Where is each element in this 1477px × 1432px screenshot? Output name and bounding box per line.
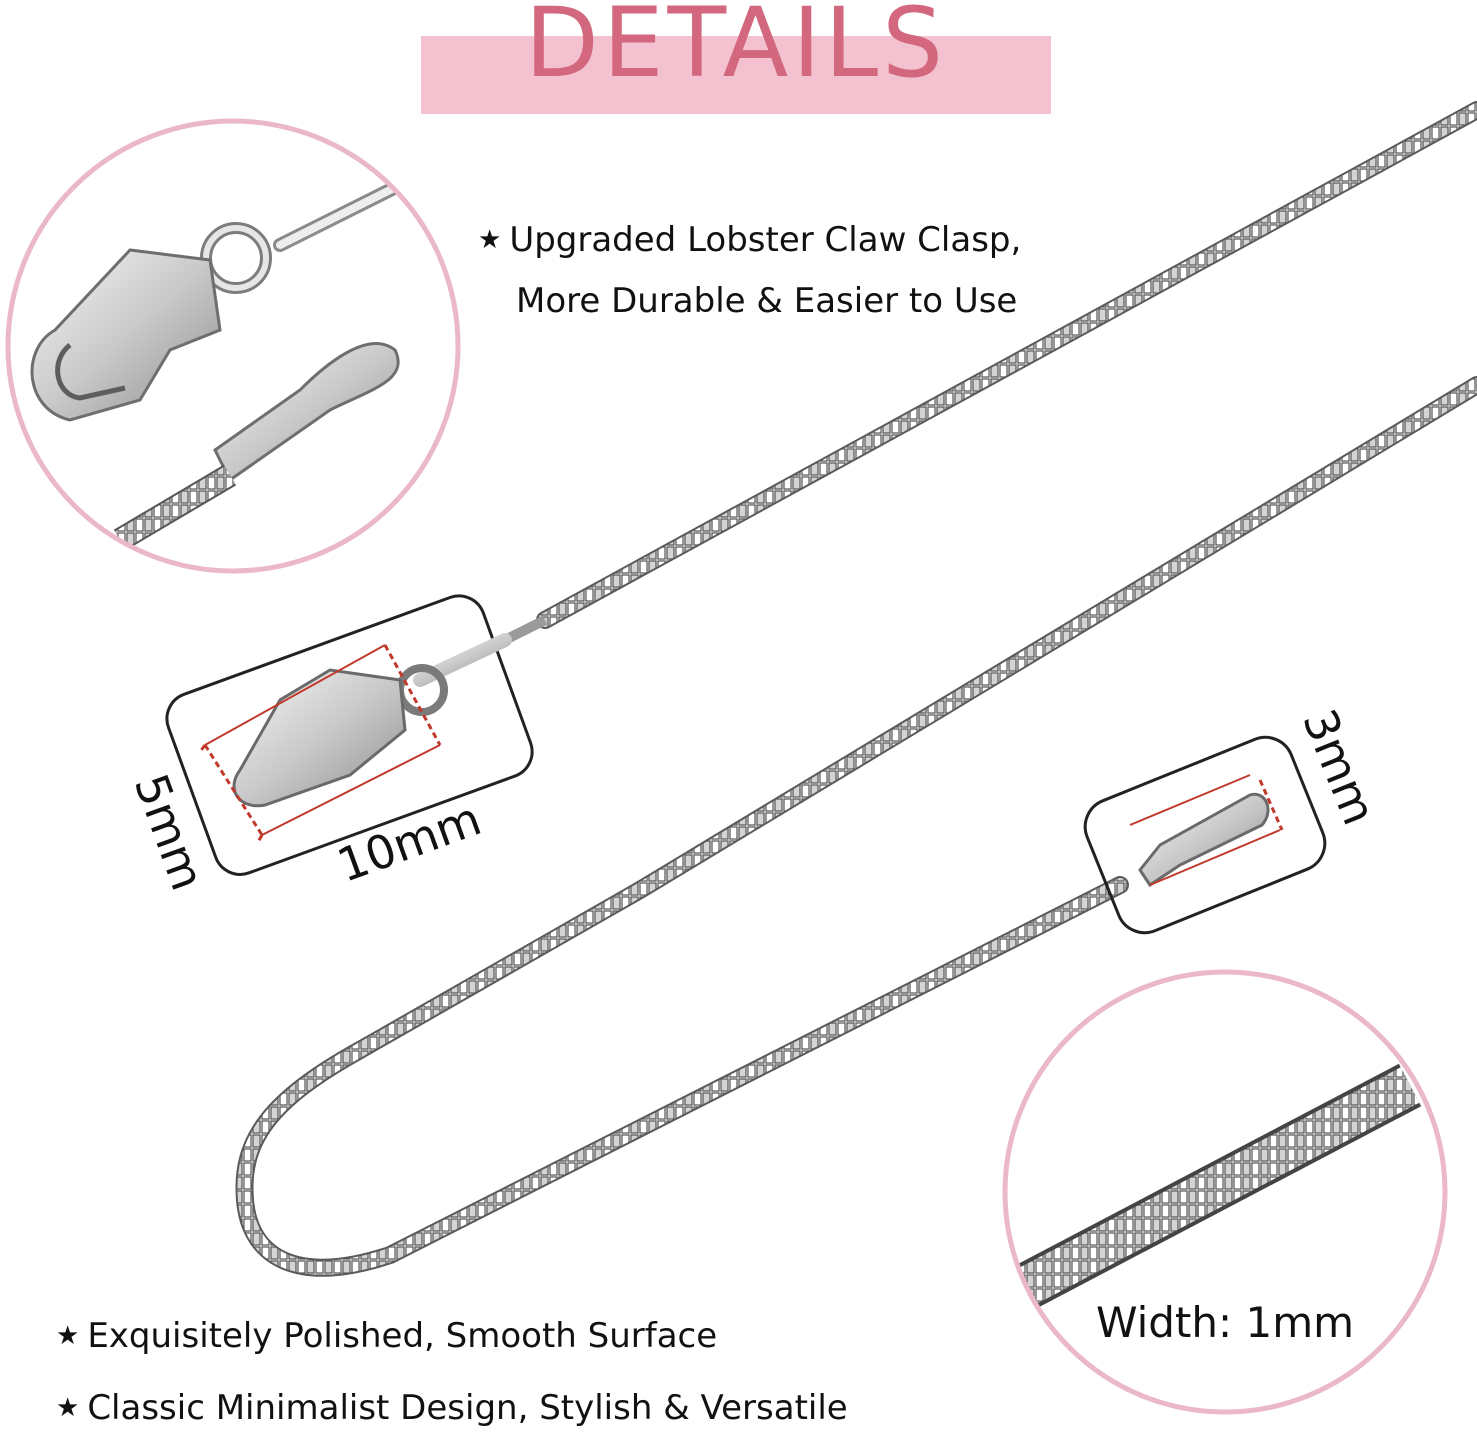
chain-width-label: Width: 1mm [1096,1298,1355,1347]
feature-clasp-line1: Upgraded Lobster Claw Clasp, [509,220,1022,260]
star-icon: ★ [56,1393,80,1423]
feature-polished-label: Exquisitely Polished, Smooth Surface [87,1316,718,1356]
clasp-measure-box [165,594,548,876]
feature-polished: ★Exquisitely Polished, Smooth Surface [56,1316,717,1356]
clasp-zoom-circle [5,118,461,574]
box-chain [235,101,1477,1277]
feature-clasp: ★Upgraded Lobster Claw Clasp, [478,220,1021,260]
page-title: DETAILS [524,0,948,99]
feature-design: ★Classic Minimalist Design, Stylish & Ve… [56,1388,848,1428]
feature-design-label: Classic Minimalist Design, Stylish & Ver… [87,1388,848,1428]
star-icon: ★ [56,1321,80,1351]
chain-width-zoom-circle [1002,969,1448,1415]
tag-measure-box [1083,735,1327,935]
star-icon: ★ [478,225,502,255]
title-banner [421,36,1051,114]
feature-clasp-line2: More Durable & Easier to Use [516,281,1018,321]
